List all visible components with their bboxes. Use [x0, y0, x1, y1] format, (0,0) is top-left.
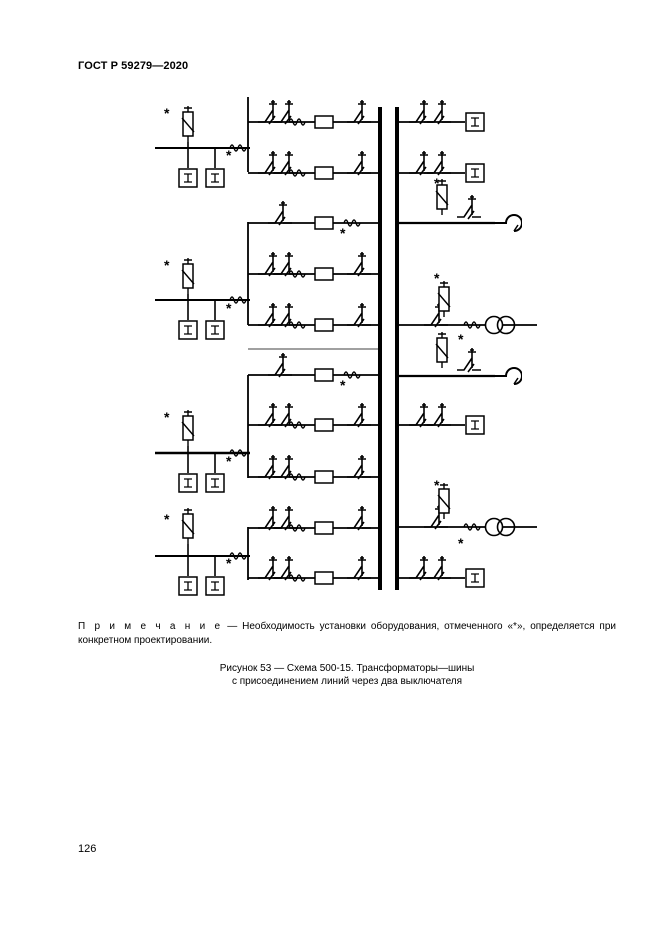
disconnector-switch: [273, 251, 299, 277]
disconnector-switch: [257, 251, 283, 277]
circuit-breaker: [314, 368, 334, 382]
disconnector-switch: [273, 302, 299, 328]
disconnector-switch: [408, 150, 434, 176]
page-number: 126: [78, 843, 97, 855]
asterisk-mark: *: [434, 270, 440, 286]
disconnector-switch: [257, 402, 283, 428]
disconnector-switch: [346, 99, 372, 125]
disconnector-switch: [456, 194, 482, 220]
asterisk-mark: *: [226, 555, 232, 571]
disconnector-switch: [257, 454, 283, 480]
disconnector-switch: [267, 352, 293, 378]
voltage-transformer: [465, 568, 485, 588]
asterisk-mark: *: [226, 147, 232, 163]
asterisk-mark: *: [164, 257, 170, 273]
circuit-breaker: [314, 470, 334, 484]
disconnector-switch: [346, 302, 372, 328]
asterisk-mark: *: [458, 535, 464, 551]
figure-caption: Рисунок 53 — Схема 500-15. Трансформатор…: [78, 662, 616, 688]
bay-rows-left: [248, 99, 378, 585]
asterisk-mark: *: [434, 175, 440, 191]
shunt-reactor: [492, 367, 522, 385]
disconnector-switch: [346, 555, 372, 581]
disconnector-switch: [267, 200, 293, 226]
disconnector-switch: [257, 505, 283, 531]
document-header: ГОСТ Р 59279—2020: [78, 60, 189, 72]
circuit-breaker: [314, 267, 334, 281]
disconnector-switch: [346, 505, 372, 531]
transformer-group-3: [155, 375, 250, 493]
disconnector-switch: [257, 555, 283, 581]
voltage-transformer: [465, 415, 485, 435]
circuit-breaker: [314, 216, 334, 230]
asterisk-mark: *: [226, 300, 232, 316]
asterisk-mark: *: [226, 453, 232, 469]
disconnector-switch: [273, 150, 299, 176]
disconnector-switch: [426, 555, 452, 581]
circuit-breaker: [314, 571, 334, 585]
disconnector-switch: [273, 402, 299, 428]
figure-note: П р и м е ч а н и е — Необходимость уста…: [78, 620, 616, 648]
disconnector-switch: [408, 402, 434, 428]
disconnector-switch: [257, 150, 283, 176]
caption-line-1: Рисунок 53 — Схема 500-15. Трансформатор…: [219, 663, 475, 674]
asterisk-mark: *: [164, 105, 170, 121]
caption-line-2: с присоединением линий через два выключа…: [231, 676, 463, 687]
asterisk-mark: *: [340, 377, 346, 393]
circuit-breaker: [314, 318, 334, 332]
disconnector-switch: [426, 99, 452, 125]
disconnector-switch: [346, 251, 372, 277]
disconnector-switch: [273, 505, 299, 531]
circuit-breaker: [314, 166, 334, 180]
note-text: — Необходимость установки оборудования, …: [78, 621, 616, 646]
surge-arrester: [435, 331, 449, 369]
disconnector-switch: [426, 150, 452, 176]
disconnector-switch: [346, 150, 372, 176]
disconnector-switch: [257, 302, 283, 328]
circuit-breaker: [314, 418, 334, 432]
disconnector-switch: [456, 347, 482, 373]
surge-arrester: [437, 280, 451, 318]
voltage-transformer: [465, 163, 485, 183]
disconnector-switch: [426, 402, 452, 428]
transformer-group-2: [155, 222, 250, 340]
disconnector-switch: [408, 99, 434, 125]
asterisk-mark: *: [458, 331, 464, 347]
voltage-transformer: [465, 112, 485, 132]
circuit-breaker: [314, 115, 334, 129]
circuit-breaker: [314, 521, 334, 535]
feeder-rows-right: [397, 99, 537, 588]
surge-arrester: [437, 482, 451, 520]
asterisk-mark: *: [340, 225, 346, 241]
disconnector-switch: [408, 555, 434, 581]
transformer-group-1: [155, 97, 250, 188]
asterisk-mark: *: [164, 409, 170, 425]
disconnector-switch: [273, 555, 299, 581]
disconnector-switch: [346, 454, 372, 480]
disconnector-switch: [273, 99, 299, 125]
asterisk-mark: *: [164, 511, 170, 527]
electrical-schematic-diagram: * * * * * * * * * * * * * * *: [155, 97, 537, 596]
asterisk-mark: *: [434, 477, 440, 493]
disconnector-switch: [346, 402, 372, 428]
shunt-reactor: [492, 214, 522, 232]
disconnector-switch: [257, 99, 283, 125]
disconnector-switch: [273, 454, 299, 480]
transformer-group-4: [155, 507, 250, 596]
note-label: П р и м е ч а н и е: [78, 621, 223, 632]
